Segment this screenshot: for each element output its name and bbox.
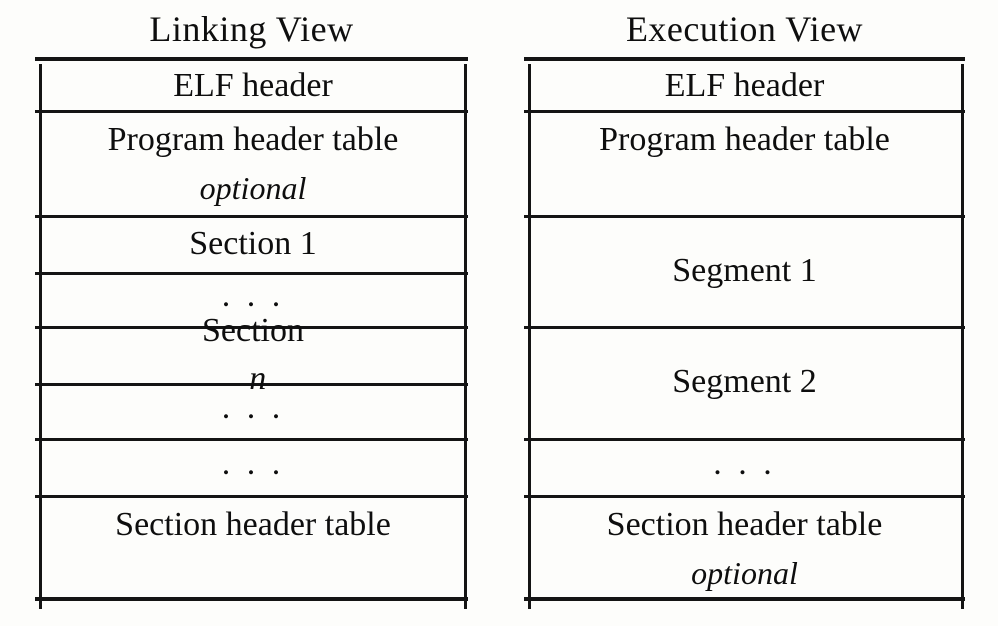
row-ellipsis: . . . <box>221 444 285 482</box>
row-section-header-table: Section header table <box>42 495 464 597</box>
row-label: Section header table <box>115 506 391 543</box>
horizontal-rule <box>35 597 468 601</box>
row-ellipsis: . . . <box>221 277 285 314</box>
horizontal-rule <box>35 110 468 113</box>
row-label: ELF header <box>664 66 825 104</box>
row-segment-1: Segment 1 <box>531 215 958 326</box>
horizontal-rule <box>524 597 965 601</box>
horizontal-rule <box>35 438 468 441</box>
row-elf-header: ELF header <box>531 61 958 110</box>
row-ellipsis: . . . <box>713 444 776 482</box>
section-n-variable: n <box>249 359 267 397</box>
horizontal-rule <box>524 215 965 218</box>
row-segment-2: Segment 2 <box>531 326 958 438</box>
horizontal-rule <box>35 495 468 498</box>
horizontal-rule <box>35 57 468 61</box>
optional-note: optional <box>691 555 798 591</box>
row-section-header-table: Section header table optional <box>531 495 958 597</box>
row-label: Program header table <box>599 121 890 158</box>
horizontal-rule <box>524 326 965 329</box>
row-label: Section header table <box>606 506 883 543</box>
horizontal-rule <box>35 272 468 275</box>
row-label: Program header table <box>107 121 399 158</box>
horizontal-rule <box>35 215 468 218</box>
row-program-header-table: Program header table optional <box>42 110 464 215</box>
row-label: Section 1 <box>189 224 317 262</box>
row-label: Segment 1 <box>672 251 817 289</box>
vertical-rule <box>961 64 964 609</box>
row-section-n: Section n <box>42 312 464 397</box>
row-section-1: Section 1 <box>42 215 464 272</box>
row-program-header-table: Program header table <box>531 110 958 215</box>
execution-view-title: Execution View <box>625 9 864 49</box>
horizontal-rule <box>35 326 468 329</box>
horizontal-rule <box>524 110 965 113</box>
horizontal-rule <box>524 495 965 498</box>
row-elf-header: ELF header <box>42 61 464 110</box>
row-label: ELF header <box>173 66 333 104</box>
horizontal-rule <box>524 57 965 61</box>
horizontal-rule <box>524 438 965 441</box>
optional-note: optional <box>199 170 307 206</box>
vertical-rule <box>528 64 531 609</box>
linking-view-title: Linking View <box>149 9 354 49</box>
horizontal-rule <box>35 383 468 386</box>
row-ellipsis: . . . <box>221 388 285 426</box>
row-label: Section <box>202 311 304 349</box>
row-label: Segment 2 <box>672 363 817 400</box>
vertical-rule <box>39 64 42 609</box>
vertical-rule <box>464 64 467 609</box>
